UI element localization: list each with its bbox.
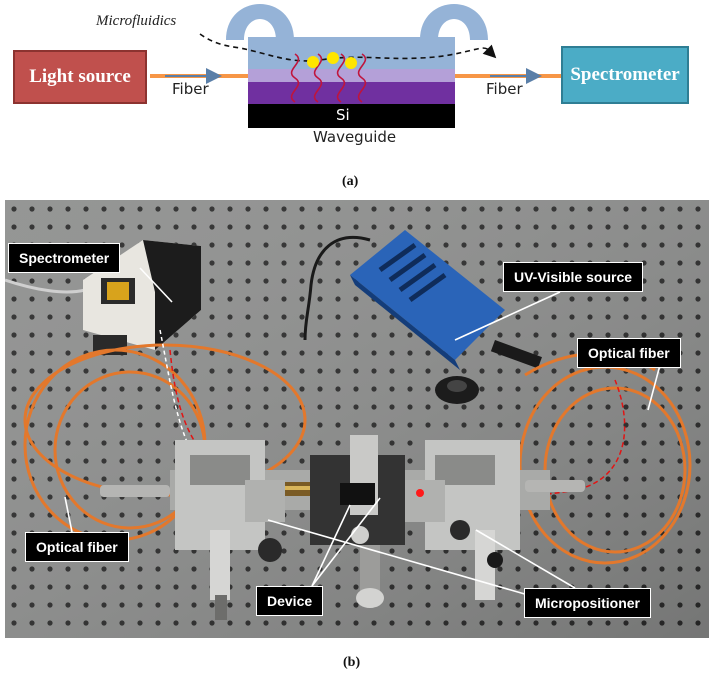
spectrometer-box: Spectrometer [561, 46, 689, 104]
waveguide-label: Waveguide [313, 128, 397, 146]
pointer-uv-source [454, 291, 561, 341]
pointer-optical-fiber-right [647, 364, 661, 411]
light-source-label: Light source [29, 66, 131, 87]
si-label: Si [336, 106, 350, 124]
fiber-label-right: Fiber [486, 80, 523, 98]
caption-a: (a) [342, 174, 359, 189]
callout-optical-fiber-right: Optical fiber [577, 338, 681, 368]
callout-micropositioner: Micropositioner [524, 588, 652, 618]
laser-spot [416, 489, 424, 497]
particle-1 [307, 56, 319, 68]
callout-optical-fiber-left: Optical fiber [25, 532, 129, 562]
callout-device: Device [256, 586, 324, 616]
pointer-spectrometer [139, 267, 173, 303]
schematic-diagram [150, 4, 563, 128]
caption-b: (b) [343, 655, 361, 670]
pointer-optical-fiber-left [64, 496, 73, 533]
setup-photo [5, 200, 709, 638]
waveguide-core-layer [248, 82, 455, 104]
outlet-arch [420, 4, 488, 40]
evanescent-wave-3 [336, 53, 346, 103]
source-power-cable [303, 235, 371, 341]
callout-uv-visible-source: UV-Visible source [503, 262, 644, 292]
pointer-device-1 [311, 504, 351, 587]
cladding-layer [248, 69, 455, 82]
particle-2 [327, 52, 339, 64]
spectrometer-label: Spectrometer [570, 64, 680, 85]
light-source-box: Light source [13, 50, 147, 104]
callout-spectrometer: Spectrometer [8, 243, 121, 273]
pointer-micropositioner-2 [475, 529, 576, 589]
particle-3 [345, 57, 357, 69]
fiber-label-left: Fiber [172, 80, 209, 98]
inlet-arch [226, 4, 294, 40]
evanescent-wave-2 [313, 53, 323, 103]
evanescent-wave-1 [290, 53, 300, 103]
flow-path [199, 33, 497, 62]
microfluidics-label: Microfluidics [96, 13, 177, 29]
silicon-substrate [248, 104, 455, 128]
spectrometer-usb-cable [5, 278, 86, 294]
pointer-micropositioner-1 [267, 519, 536, 598]
evanescent-wave-4 [357, 53, 367, 103]
